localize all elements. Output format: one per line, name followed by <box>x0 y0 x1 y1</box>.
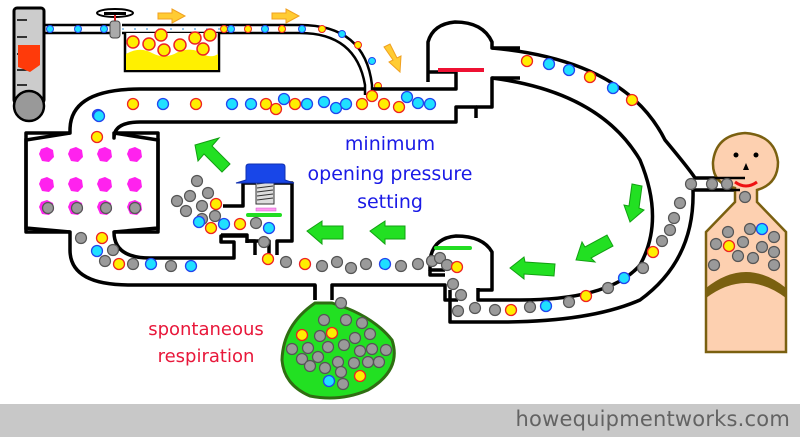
arrow-right-icon <box>271 8 301 24</box>
fresh-gas-pipe <box>44 23 374 95</box>
vaporizer <box>123 28 221 73</box>
patient-eye-icon <box>753 152 759 158</box>
granule-icon <box>97 147 112 162</box>
apl-setting-label-line1: minimum <box>345 133 435 155</box>
arrow-down-icon <box>383 43 402 74</box>
spontaneous-label-line1: spontaneous <box>148 319 264 340</box>
patient-diaphragm-icon <box>706 272 786 298</box>
arrow-down-left-icon <box>575 234 614 263</box>
inspiratory-valve <box>426 20 520 109</box>
granule-icon <box>39 147 54 162</box>
apl-valve-disc <box>246 213 282 217</box>
granule-icon <box>68 147 83 162</box>
flow-arrows <box>194 137 757 325</box>
apl-valve[interactable] <box>221 163 295 255</box>
flowmeter-bobbin-icon <box>18 45 40 72</box>
granule-icon <box>97 177 112 192</box>
arrow-down-icon <box>623 183 645 223</box>
apl-adjustment-cap[interactable] <box>235 163 295 184</box>
expiratory-valve-disc <box>434 246 472 250</box>
granule-icon <box>127 177 142 192</box>
inspiratory-valve-disc <box>438 68 484 72</box>
site-watermark: howequipmentworks.com <box>515 407 790 431</box>
apl-setting-label-line2: opening pressure <box>308 163 473 185</box>
granule-icon <box>39 177 54 192</box>
arrow-up-left-icon <box>194 137 231 173</box>
patient-eye-icon <box>733 152 739 158</box>
expiratory-limb <box>448 188 745 324</box>
arrow-left-icon <box>509 256 556 281</box>
flowmeter <box>12 6 46 123</box>
patient-smile-icon <box>734 180 758 188</box>
patient-nose-icon <box>743 163 749 170</box>
patient-connector <box>684 176 745 192</box>
granule-icon <box>68 177 83 192</box>
vaporizer-control-knob[interactable] <box>96 8 134 39</box>
co2-absorber <box>24 131 160 234</box>
apl-setting-label-line3: setting <box>357 191 423 213</box>
arrow-right-icon <box>157 8 187 24</box>
arrow-left-icon <box>369 220 406 246</box>
spontaneous-label-line2: respiration <box>158 346 255 367</box>
inspiratory-limb <box>476 46 745 302</box>
patient <box>704 131 788 354</box>
arrow-left-icon <box>306 220 344 246</box>
circuit-gas-particles <box>74 54 687 318</box>
footer-bar: howequipmentworks.com <box>0 404 800 437</box>
reservoir-bag[interactable] <box>280 296 396 400</box>
fresh-gas-arrows <box>157 8 402 74</box>
granule-icon <box>127 147 142 162</box>
expiratory-valve <box>428 234 494 292</box>
